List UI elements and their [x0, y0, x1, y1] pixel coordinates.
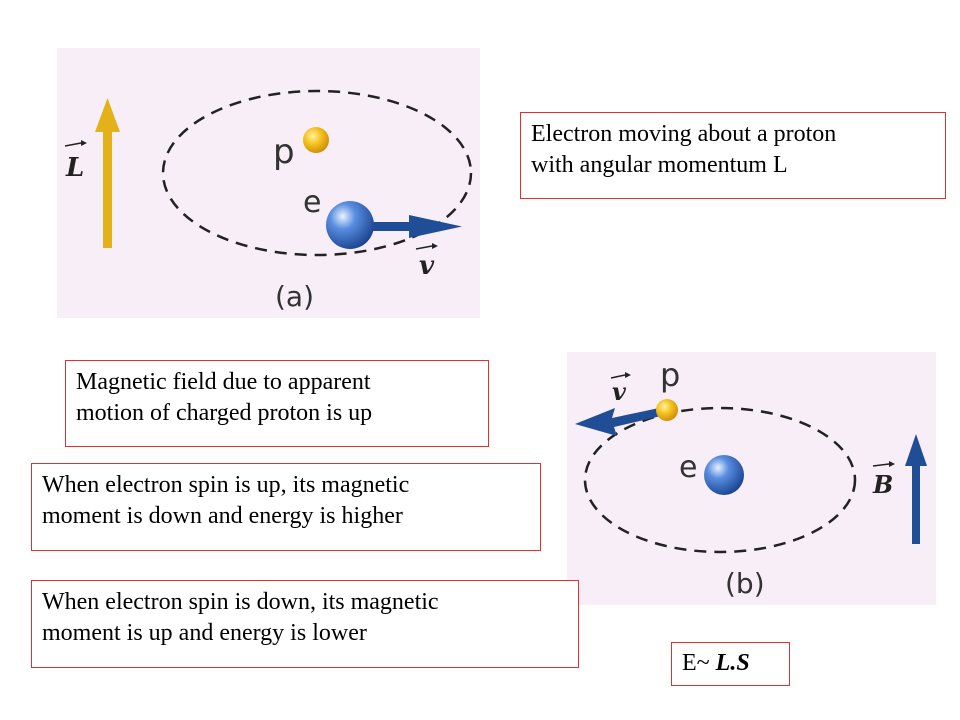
electron-label: e: [679, 450, 697, 485]
orbit-ellipse: [583, 406, 857, 554]
v-vector-arrowhead: [625, 372, 631, 378]
spin-down-line-2: moment is up and energy is lower: [42, 620, 367, 646]
proton-label: p: [273, 132, 295, 172]
v-vector-arrowhead: [432, 243, 438, 249]
figure-b-diagram: v p e B (b): [575, 356, 927, 600]
proton: [656, 399, 678, 421]
magnetic-field-arrow: [905, 434, 927, 544]
velocity-arrow: [367, 215, 462, 238]
spin-up-line-1: When electron spin is up, its magnetic: [42, 472, 410, 498]
orbit-description-line-1: Electron moving about a proton: [531, 121, 837, 147]
figure-b-panel: v p e B (b): [567, 352, 936, 605]
figure-a-caption: (a): [275, 280, 314, 313]
magnetic-field-line-1: Magnetic field due to apparent: [76, 369, 371, 395]
magnetic-field-box: Magnetic field due to apparent motion of…: [65, 360, 489, 447]
electron: [326, 201, 374, 249]
spin-down-line-1: When electron spin is down, its magnetic: [42, 589, 439, 615]
magnetic-field-line-2: motion of charged proton is up: [76, 400, 373, 426]
L-label: L: [65, 153, 84, 183]
figure-b-caption: (b): [725, 567, 765, 600]
orbit-ellipse: [161, 89, 473, 257]
energy-term: L.S: [715, 650, 750, 676]
proton-label: p: [660, 356, 680, 394]
proton: [303, 127, 329, 153]
B-vector-bar: [872, 463, 890, 467]
L-vector-arrowhead: [81, 140, 87, 146]
energy-formula-box: E~ L.S: [671, 642, 790, 686]
energy-formula: E~ L.S: [682, 650, 750, 676]
spin-up-box: When electron spin is up, its magnetic m…: [31, 463, 541, 551]
figure-a-diagram: L p e v (a): [64, 89, 473, 313]
v-vector-bar: [415, 245, 433, 250]
electron-label: e: [303, 185, 321, 220]
spin-up-line-2: moment is down and energy is higher: [42, 503, 403, 529]
B-vector-arrowhead: [889, 461, 895, 467]
figure-a-panel: L p e v (a): [57, 48, 480, 318]
v-vector-bar: [610, 374, 626, 379]
velocity-arrow: [575, 408, 661, 436]
energy-prefix: E~: [682, 650, 716, 676]
angular-momentum-arrow: [95, 98, 120, 248]
L-vector-bar: [64, 142, 82, 147]
orbit-description-line-2: with angular momentum L: [531, 152, 788, 178]
orbit-description-box: Electron moving about a proton with angu…: [520, 112, 946, 199]
B-label: B: [872, 470, 893, 499]
v-label: v: [612, 377, 627, 406]
spin-down-box: When electron spin is down, its magnetic…: [31, 580, 579, 668]
v-label: v: [419, 251, 435, 281]
electron: [704, 455, 744, 495]
